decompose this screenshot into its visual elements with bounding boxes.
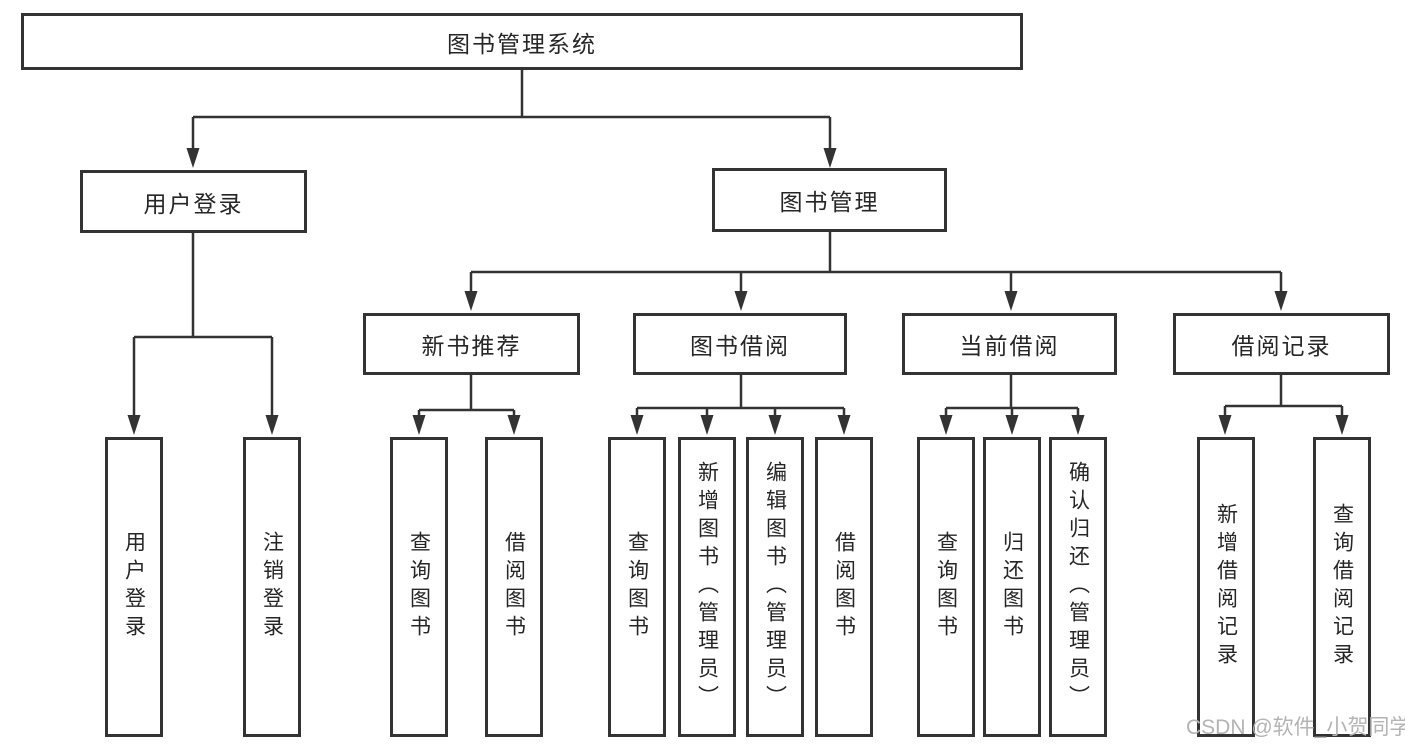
node-root-label: 图书管理系统 (447, 30, 597, 57)
leaf-current-query: 查询图书 (917, 437, 975, 737)
leaf-borrowing-query-label: 查询图书 (625, 531, 649, 643)
leaf-newbooks-query-label: 查询图书 (407, 531, 431, 643)
connector-paths (132, 69, 1344, 418)
leaf-borrowing-edit-admin-label: 编辑图书（管理员） (763, 461, 787, 713)
leaf-newbooks-borrow: 借阅图书 (485, 437, 543, 737)
leaf-logout: 注销登录 (243, 437, 301, 737)
node-book-borrowing: 图书借阅 (633, 313, 847, 375)
node-root: 图书管理系统 (21, 13, 1023, 70)
leaf-borrowing-borrow-label: 借阅图书 (832, 531, 856, 643)
leaf-newbooks-borrow-label: 借阅图书 (502, 531, 526, 643)
node-book-borrowing-label: 图书借阅 (690, 333, 790, 359)
node-current-borrowing-label: 当前借阅 (959, 333, 1060, 359)
leaf-user-login: 用户登录 (105, 437, 163, 737)
node-user-login-label: 用户登录 (143, 190, 244, 217)
leaf-records-add-label: 新增借阅记录 (1214, 503, 1238, 671)
node-new-book-recommend-label: 新书推荐 (421, 333, 522, 359)
node-user-login: 用户登录 (80, 170, 307, 233)
node-borrowing-records-label: 借阅记录 (1231, 333, 1332, 359)
node-new-book-recommend: 新书推荐 (363, 313, 580, 375)
node-book-management-label: 图书管理 (779, 189, 880, 215)
leaf-current-confirm-admin-label: 确认归还（管理员） (1066, 461, 1090, 713)
leaf-newbooks-query: 查询图书 (390, 437, 448, 737)
node-borrowing-records: 借阅记录 (1173, 313, 1390, 375)
leaf-current-query-label: 查询图书 (934, 531, 958, 643)
leaf-borrowing-add-admin-label: 新增图书（管理员） (695, 461, 719, 713)
leaf-borrowing-borrow: 借阅图书 (815, 437, 873, 737)
leaf-records-add: 新增借阅记录 (1197, 437, 1255, 737)
leaf-current-return: 归还图书 (983, 437, 1041, 737)
leaf-user-login-label: 用户登录 (122, 531, 146, 643)
leaf-borrowing-query: 查询图书 (608, 437, 666, 737)
csdn-watermark: CSDN @软件_小贺同学 (1186, 716, 1405, 739)
leaf-records-query-label: 查询借阅记录 (1330, 503, 1354, 671)
leaf-borrowing-add-admin: 新增图书（管理员） (678, 437, 736, 737)
leaf-current-return-label: 归还图书 (1000, 531, 1024, 643)
node-book-management: 图书管理 (712, 168, 947, 232)
node-current-borrowing: 当前借阅 (902, 313, 1117, 375)
leaf-current-confirm-admin: 确认归还（管理员） (1049, 437, 1107, 737)
arrowheads (127, 148, 1349, 435)
leaf-logout-label: 注销登录 (260, 531, 284, 643)
leaf-records-query: 查询借阅记录 (1313, 437, 1371, 737)
leaf-borrowing-edit-admin: 编辑图书（管理员） (746, 437, 804, 737)
